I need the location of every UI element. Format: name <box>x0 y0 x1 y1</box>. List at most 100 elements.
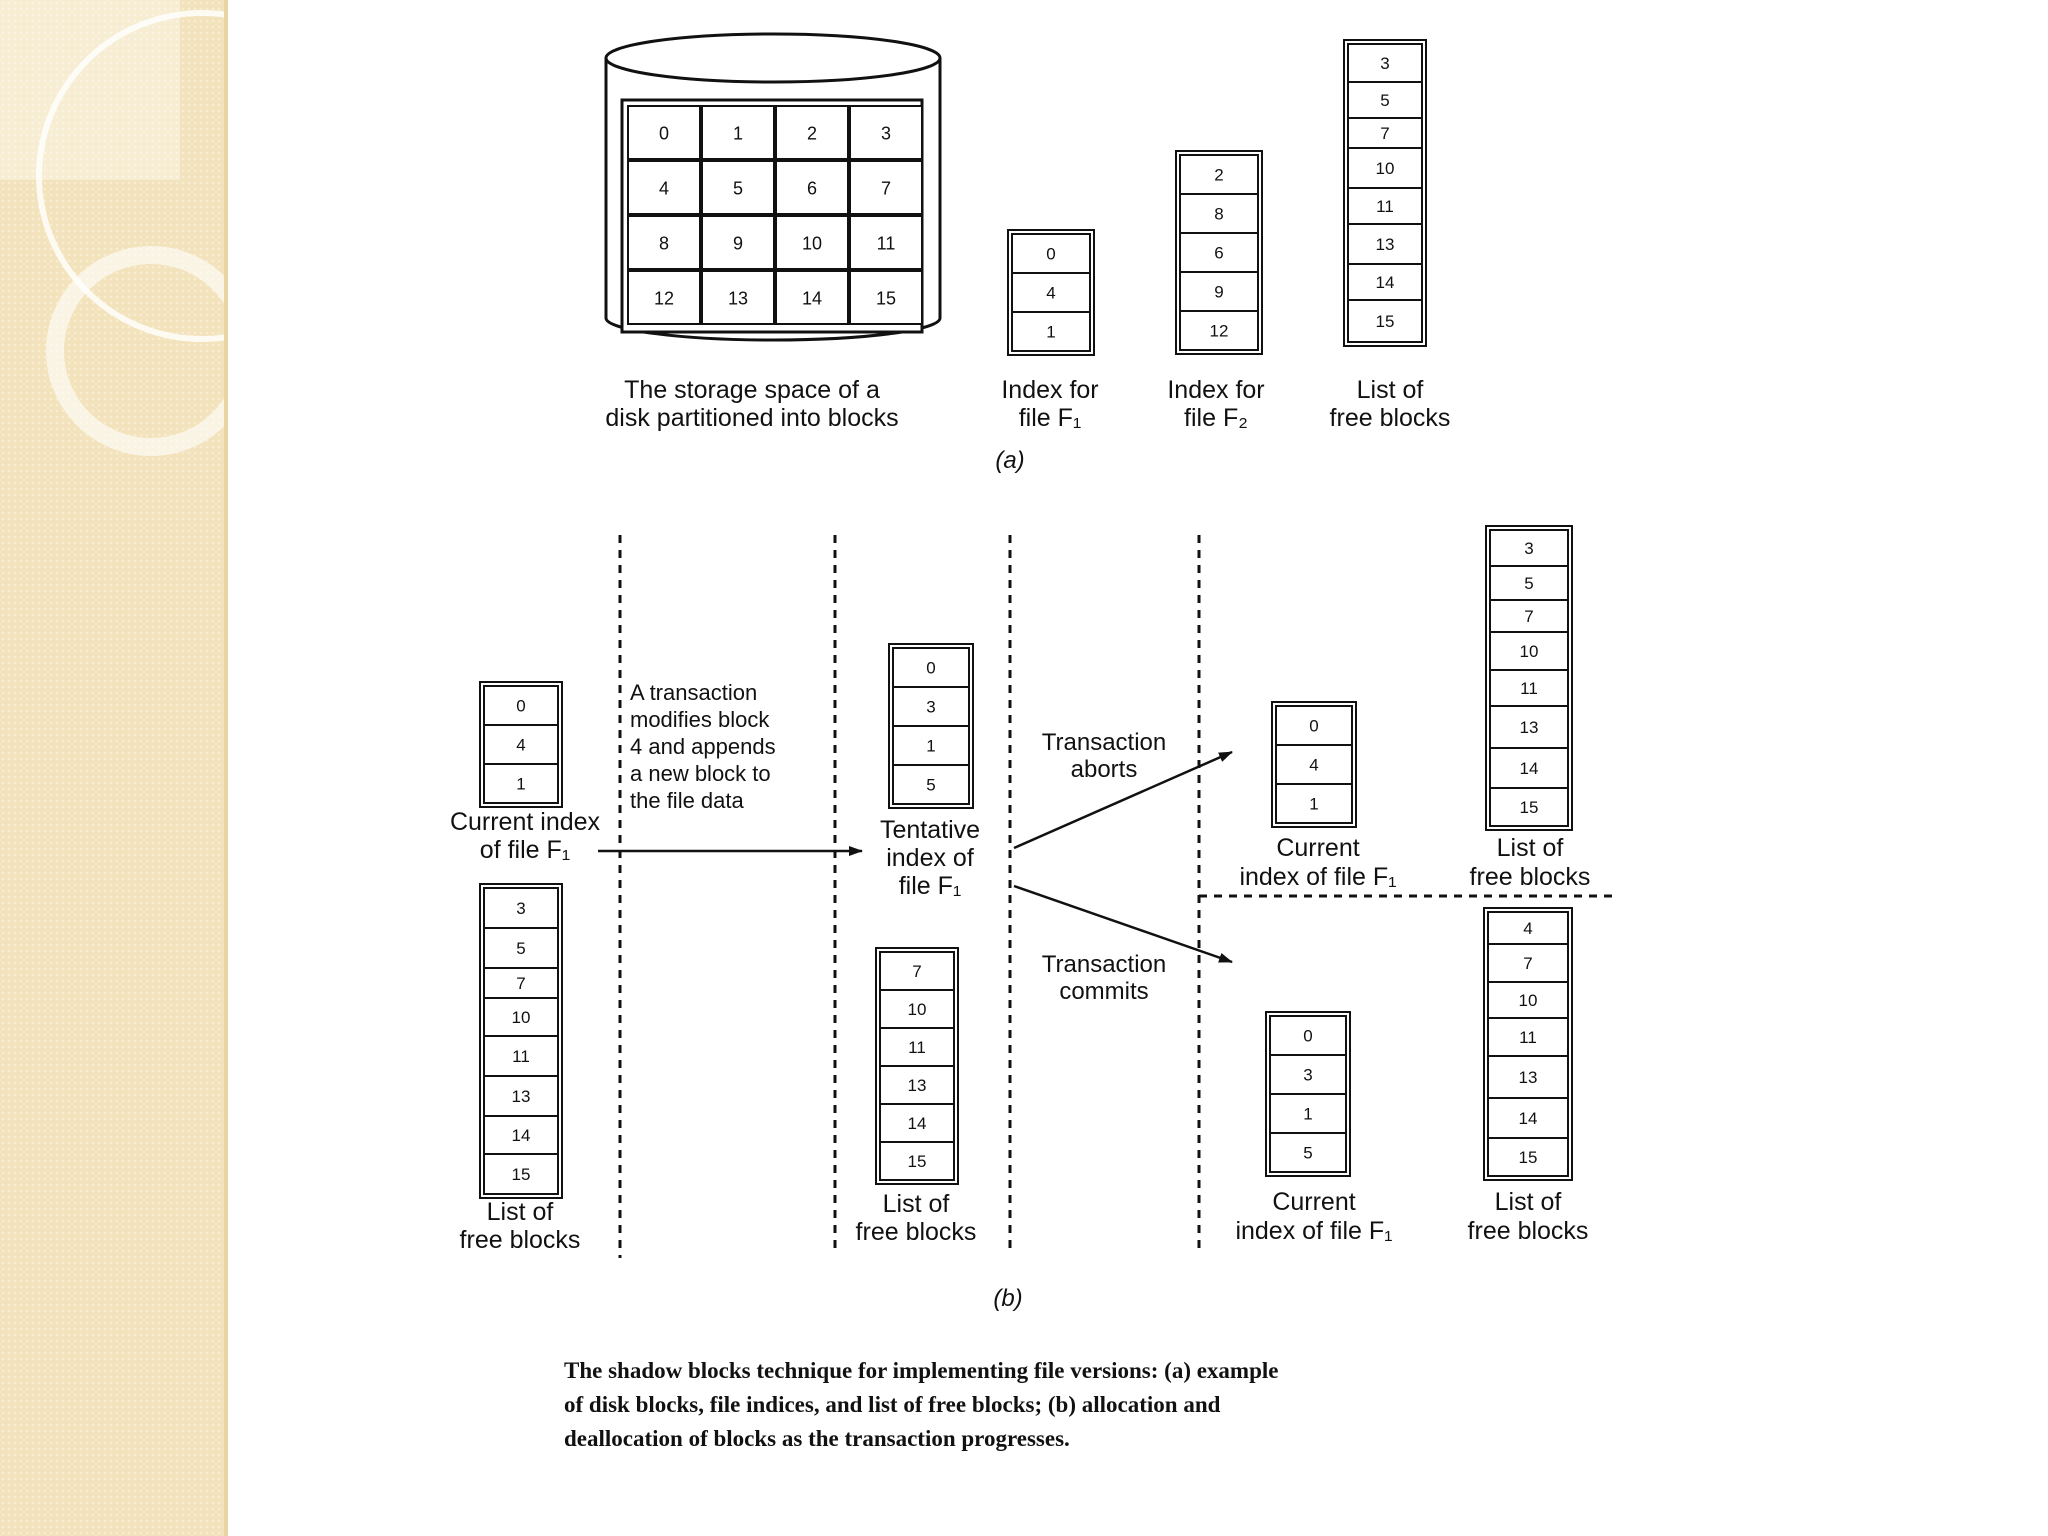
block-number: 4 <box>1523 919 1532 938</box>
block-number: 0 <box>1303 1027 1312 1046</box>
current-index-label: Current index <box>450 808 601 836</box>
caption-line: The shadow blocks technique for implemen… <box>564 1358 1278 1383</box>
disk-block-number: 14 <box>802 289 822 309</box>
block-number: 0 <box>1046 245 1055 264</box>
transaction-note: modifies block <box>630 707 770 732</box>
block-number: 14 <box>512 1126 531 1145</box>
disk-block-number: 5 <box>733 179 743 199</box>
commit-index-label: Current <box>1272 1188 1355 1216</box>
block-number: 13 <box>512 1087 531 1106</box>
disk-block-number: 11 <box>877 234 896 254</box>
free-list-a: 3571011131415 <box>1344 40 1426 346</box>
block-number: 11 <box>1376 197 1394 216</box>
abort-label: Transaction <box>1042 729 1167 756</box>
disk-block-number: 7 <box>881 179 891 199</box>
block-number: 7 <box>516 974 525 993</box>
tentative-index-label: Tentative <box>880 816 980 844</box>
block-number: 4 <box>516 736 525 755</box>
block-number: 14 <box>1376 273 1395 292</box>
block-number: 14 <box>1520 759 1539 778</box>
block-number: 15 <box>1520 798 1539 817</box>
index-f2-label: Index for <box>1167 376 1264 404</box>
tentative-index-b: 0315 <box>889 644 973 808</box>
block-number: 13 <box>1376 235 1395 254</box>
transaction-note: A transaction <box>630 680 757 705</box>
index-f2-label: file F₂ <box>1184 404 1248 432</box>
commit-free-label: free blocks <box>1468 1217 1589 1245</box>
disk-block-number: 8 <box>659 234 669 254</box>
block-number: 7 <box>1524 607 1533 626</box>
block-number: 11 <box>512 1047 530 1066</box>
block-number: 5 <box>516 939 525 958</box>
disk-block-number: 4 <box>659 179 669 199</box>
block-number: 7 <box>912 962 921 981</box>
free-list-label: List of <box>883 1190 950 1218</box>
disk-block-number: 2 <box>807 124 817 144</box>
block-number: 10 <box>512 1008 531 1027</box>
abort-index-b: 0 4 1 <box>1272 702 1356 827</box>
block-number: 0 <box>926 659 935 678</box>
disk-block-number: 0 <box>659 124 669 144</box>
disk-label: disk partitioned into blocks <box>605 404 898 432</box>
disk-block-number: 3 <box>881 124 891 144</box>
disk-block-number: 10 <box>802 234 822 254</box>
free-list-b2: 7 10 11 13 14 15 <box>876 948 958 1184</box>
abort-free-label: free blocks <box>1470 863 1591 891</box>
disk-block-number: 15 <box>876 289 896 309</box>
block-number: 1 <box>1046 323 1055 342</box>
free-list-b1: 3 5 7 10 11 13 14 15 <box>480 884 562 1198</box>
block-number: 4 <box>1046 284 1055 303</box>
block-number: 4 <box>1309 756 1318 775</box>
block-number: 15 <box>908 1152 927 1171</box>
block-number: 13 <box>908 1076 927 1095</box>
decorative-sidebar <box>0 0 228 1536</box>
caption-line: of disk blocks, file indices, and list o… <box>564 1392 1221 1417</box>
block-number: 1 <box>1309 795 1318 814</box>
disk-block-number: 12 <box>654 289 674 309</box>
block-number: 10 <box>908 1000 927 1019</box>
abort-index-label: index of file F₁ <box>1239 863 1396 891</box>
block-number: 1 <box>1303 1105 1312 1124</box>
block-number: 15 <box>512 1165 531 1184</box>
block-number: 7 <box>1523 954 1532 973</box>
block-number: 8 <box>1214 205 1223 224</box>
tentative-index-label: file F₁ <box>899 872 962 900</box>
block-number: 12 <box>1210 322 1229 341</box>
disk-block-number: 1 <box>733 124 743 144</box>
block-number: 13 <box>1519 1068 1538 1087</box>
block-number: 1 <box>516 775 525 794</box>
disk-block-number: 9 <box>733 234 743 254</box>
commit-label: Transaction <box>1042 951 1167 978</box>
commit-label: commits <box>1059 978 1148 1005</box>
free-list-label: List of <box>487 1198 554 1226</box>
block-number: 0 <box>1309 717 1318 736</box>
dashed-separators <box>620 535 1618 1258</box>
index-f1-label: Index for <box>1001 376 1098 404</box>
index-f1-label: file F₁ <box>1019 404 1082 432</box>
commit-free-label: List of <box>1495 1188 1562 1216</box>
block-number: 0 <box>516 697 525 716</box>
caption-line: deallocation of blocks as the transactio… <box>564 1426 1070 1451</box>
block-number: 13 <box>1520 718 1539 737</box>
abort-free-label: List of <box>1497 834 1564 862</box>
block-number: 6 <box>1214 244 1223 263</box>
block-number: 1 <box>926 737 935 756</box>
disk-block-number: 6 <box>807 179 817 199</box>
index-f2-a: 286912 <box>1176 151 1262 354</box>
block-number: 3 <box>516 899 525 918</box>
block-number: 14 <box>1519 1109 1538 1128</box>
block-number: 5 <box>1380 91 1389 110</box>
abort-label: aborts <box>1071 756 1138 783</box>
disk-block-number: 13 <box>728 289 748 309</box>
block-number: 3 <box>1380 54 1389 73</box>
free-list-label: List of <box>1357 376 1424 404</box>
block-number: 14 <box>908 1114 927 1133</box>
abort-free-b: 3571011131415 <box>1486 526 1572 830</box>
block-number: 5 <box>1524 574 1533 593</box>
current-index-b: 0 4 1 <box>480 682 562 807</box>
block-number: 9 <box>1214 283 1223 302</box>
block-number: 11 <box>908 1038 926 1057</box>
current-index-label: of file F₁ <box>480 836 570 864</box>
part-b-tag: (b) <box>993 1285 1022 1312</box>
